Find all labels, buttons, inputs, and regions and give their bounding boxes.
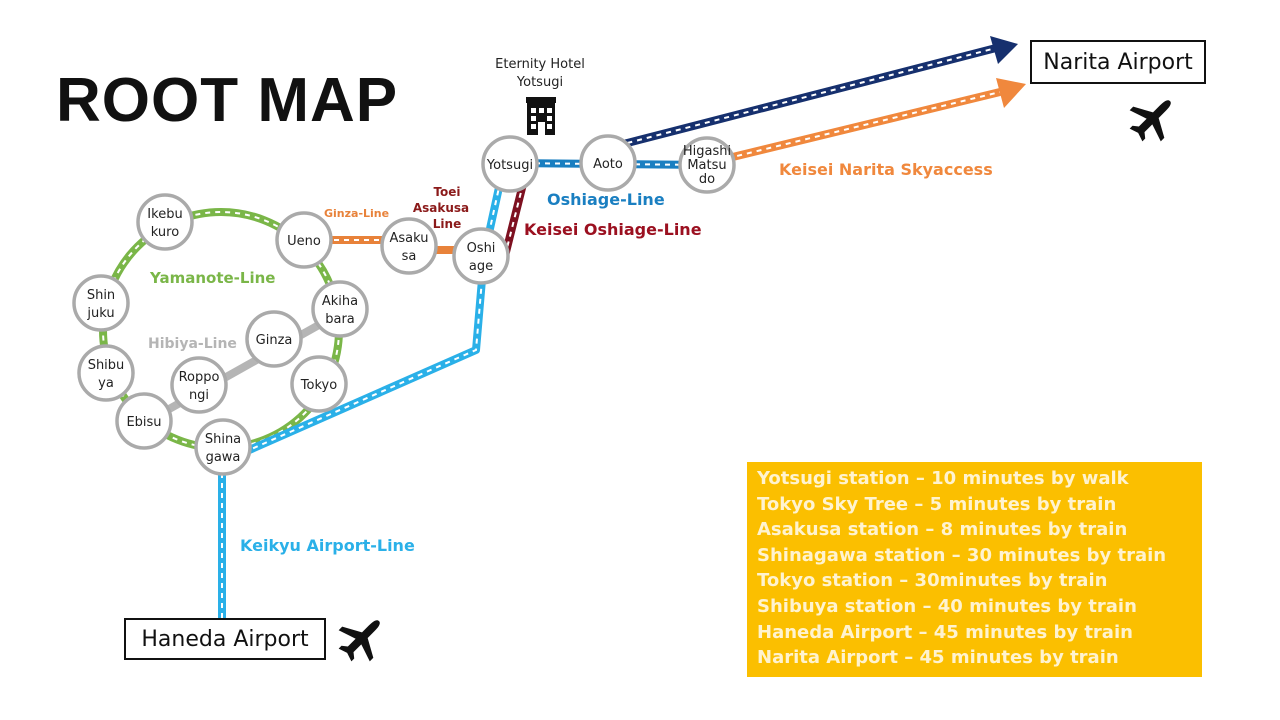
svg-text:Ueno: Ueno (287, 234, 321, 249)
oshiage-line-label: Oshiage-Line (547, 190, 665, 209)
skyaccess-arrowhead (996, 78, 1026, 108)
station-ikebukuro: Ikebu kuro (136, 193, 194, 251)
svg-text:Oshi: Oshi (467, 241, 496, 256)
svg-text:gawa: gawa (206, 450, 241, 465)
station-shibuya: Shibu ya (77, 344, 135, 402)
toei-asakusa-line-label-1: Toei (433, 185, 460, 199)
station-asakusa: Asaku sa (380, 217, 438, 275)
station-roppongi: Roppo ngi (170, 356, 228, 414)
travel-time-row: Tokyo Sky Tree – 5 minutes by train (757, 493, 1117, 515)
svg-text:Roppo: Roppo (179, 370, 220, 385)
svg-text:Shibu: Shibu (88, 358, 125, 373)
svg-text:bara: bara (325, 312, 355, 327)
keikyu-airport-line-dashes (221, 159, 506, 618)
svg-text:age: age (469, 259, 493, 274)
station-shinagawa: Shina gawa (194, 418, 252, 476)
svg-text:Higashi: Higashi (683, 144, 731, 159)
svg-text:Ebisu: Ebisu (126, 415, 161, 430)
station-aoto: Aoto (579, 134, 637, 192)
yamanote-line-label: Yamanote-Line (149, 269, 275, 287)
svg-text:kuro: kuro (151, 225, 179, 240)
svg-text:do: do (699, 172, 715, 187)
svg-text:ngi: ngi (189, 388, 209, 403)
station-akihabara: Akiha bara (311, 280, 369, 338)
travel-time-row: Narita Airport – 45 minutes by train (757, 647, 1119, 669)
svg-text:Shin: Shin (87, 288, 115, 303)
travel-time-row: Shinagawa station – 30 minutes by train (757, 544, 1167, 566)
hotel-label: Eternity Hotel Yotsugi (470, 56, 610, 92)
station-higashimatsudo: Higashi Matsu do (678, 136, 736, 194)
hotel-building-icon (526, 97, 556, 135)
airplane-icon-haneda (338, 620, 380, 662)
hotel-name-line1: Eternity Hotel (495, 57, 585, 72)
keisei-oshiage-line-dashes (504, 179, 525, 257)
svg-text:Yotsugi: Yotsugi (486, 158, 533, 173)
travel-time-row: Tokyo station – 30minutes by train (757, 570, 1108, 592)
keikyu-airport-line-label: Keikyu Airport-Line (240, 536, 415, 555)
map-title: ROOT MAP (56, 66, 399, 135)
ginza-line-label: Ginza-Line (324, 207, 389, 220)
svg-text:sa: sa (402, 249, 417, 264)
travel-time-row: Yotsugi station – 10 minutes by walk (757, 468, 1129, 489)
station-ebisu: Ebisu (115, 392, 173, 450)
airplane-icon-narita (1129, 100, 1171, 142)
travel-time-row: Shibuya station – 40 minutes by train (757, 595, 1137, 617)
skyliner-route-dashes (607, 47, 997, 149)
keisei-oshiage-line-label: Keisei Oshiage-Line (524, 220, 702, 239)
skyaccess-route-dashes (707, 91, 1001, 164)
hibiya-line-label: Hibiya-Line (148, 336, 237, 352)
svg-text:juku: juku (86, 306, 114, 321)
keisei-skyaccess-label: Keisei Narita Skyaccess (779, 160, 993, 179)
svg-text:Matsu: Matsu (687, 158, 726, 173)
station-oshiage: Oshi age (452, 227, 510, 285)
svg-text:Ikebu: Ikebu (147, 207, 182, 222)
svg-text:Aoto: Aoto (593, 157, 623, 172)
station-yotsugi: Yotsugi (481, 135, 539, 193)
hotel-name-line2: Yotsugi (516, 75, 564, 90)
toei-asakusa-line-label-3: Line (433, 217, 461, 231)
svg-text:Ginza: Ginza (256, 333, 293, 348)
station-ginza: Ginza (245, 310, 303, 368)
svg-text:ya: ya (98, 376, 114, 391)
travel-time-row: Asakusa station – 8 minutes by train (757, 519, 1128, 541)
svg-text:Shina: Shina (205, 432, 241, 447)
svg-text:Asaku: Asaku (390, 231, 429, 246)
narita-airport-box: Narita Airport (1030, 40, 1206, 84)
svg-text:Akiha: Akiha (322, 294, 358, 309)
svg-text:Tokyo: Tokyo (300, 378, 337, 393)
station-tokyo: Tokyo (290, 355, 348, 413)
toei-asakusa-line-label-2: Asakusa (413, 201, 469, 215)
travel-times-panel: Yotsugi station – 10 minutes by walk Tok… (747, 462, 1202, 677)
haneda-airport-box: Haneda Airport (124, 618, 326, 660)
skyliner-arrowhead (990, 36, 1018, 64)
station-ueno: Ueno (275, 211, 333, 269)
station-shinjuku: Shin juku (72, 274, 130, 332)
travel-time-row: Haneda Airport – 45 minutes by train (757, 621, 1133, 643)
